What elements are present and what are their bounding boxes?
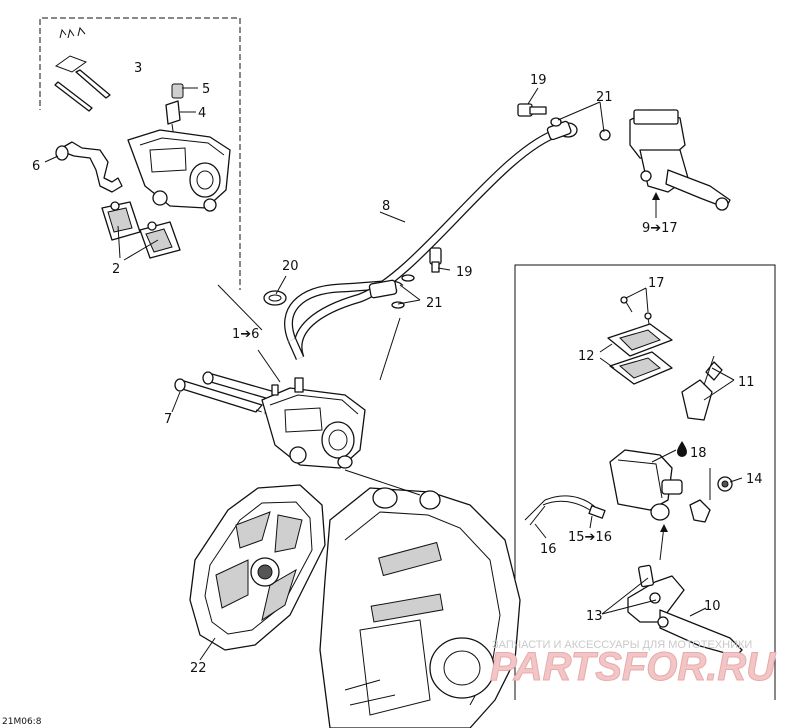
label-21-upper: 21: [596, 90, 613, 105]
label-7: 7: [164, 412, 172, 427]
chaincase-housing: [319, 487, 521, 728]
label-17: 17: [648, 276, 665, 291]
label-20: 20: [282, 259, 299, 274]
label-13: 13: [586, 609, 603, 624]
caliper-kit-detail: [54, 26, 231, 259]
label-18: 18: [690, 446, 707, 461]
label-16: 16: [540, 542, 557, 557]
label-10: 10: [704, 599, 721, 614]
label-15-16: 15➔16: [568, 530, 612, 545]
main-brake-caliper: [261, 377, 421, 496]
label-19-upper: 19: [530, 73, 547, 88]
watermark-tagline: ЗАПЧАСТИ И АКСЕССУАРЫ ДЛЯ МОТОТЕХНИКИ: [492, 639, 752, 651]
brake-hose: [284, 120, 578, 360]
caliper-kit-frame: [39, 17, 241, 285]
master-cylinder-assembly: [629, 109, 731, 211]
leader-lines: [44, 87, 743, 661]
figure-code: 21M06:8: [2, 717, 42, 727]
hose-clamp: [263, 290, 287, 306]
fluid-drop-icon: [677, 441, 687, 457]
label-9-17: 9➔17: [642, 221, 678, 236]
master-cylinder-exploded: [524, 296, 743, 657]
label-4: 4: [198, 106, 206, 121]
label-8: 8: [382, 199, 390, 214]
label-6: 6: [32, 159, 40, 174]
label-19-lower: 19: [456, 265, 473, 280]
label-11: 11: [738, 375, 755, 390]
banjo-bolt-upper: [517, 103, 611, 141]
master-cylinder-frame: [514, 264, 776, 700]
label-2: 2: [112, 262, 120, 277]
label-12: 12: [578, 349, 595, 364]
label-5: 5: [202, 82, 210, 97]
banjo-bolt-lower: [391, 247, 442, 309]
label-3: 3: [134, 61, 142, 76]
brake-disc: [189, 484, 326, 651]
label-21-lower: 21: [426, 296, 443, 311]
label-14: 14: [746, 472, 763, 487]
label-1-6: 1➔6: [232, 327, 259, 342]
watermark-brand: PARTSFOR.RU: [490, 645, 776, 689]
label-22: 22: [190, 661, 207, 676]
